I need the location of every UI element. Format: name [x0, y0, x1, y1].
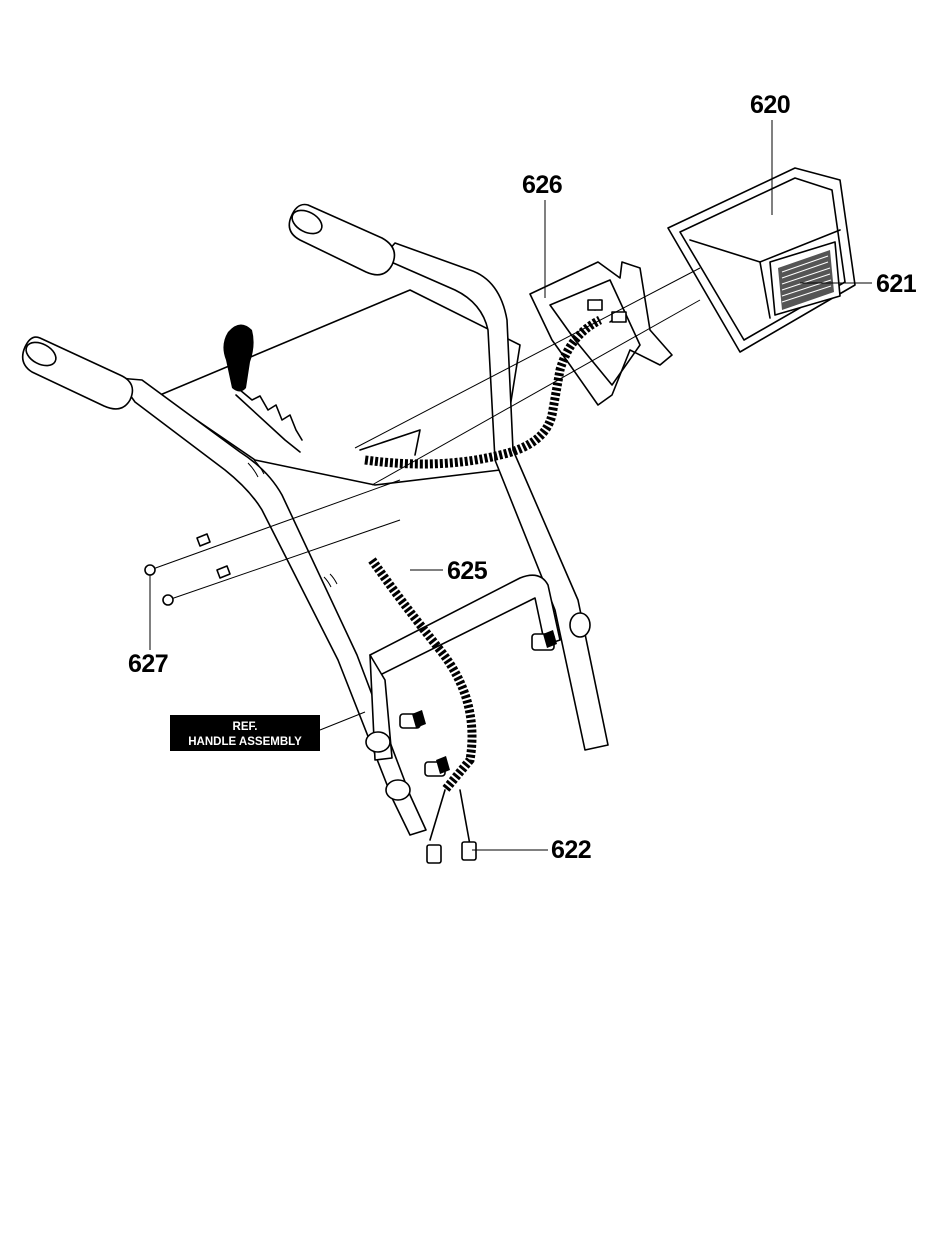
- callout-620: 620: [750, 91, 790, 119]
- left-handle-grip: [22, 337, 132, 409]
- ref-box-line2: HANDLE ASSEMBLY: [188, 736, 302, 748]
- ref-handle-assembly-label: REF. HANDLE ASSEMBLY: [170, 715, 320, 751]
- callout-627: 627: [128, 650, 168, 678]
- callout-626: 626: [522, 171, 562, 199]
- callout-625: 625: [447, 557, 488, 585]
- right-handle-grip: [288, 205, 394, 275]
- callout-622: 622: [551, 836, 591, 864]
- callout-621: 621: [876, 270, 917, 298]
- ref-box-line1: REF.: [233, 721, 258, 733]
